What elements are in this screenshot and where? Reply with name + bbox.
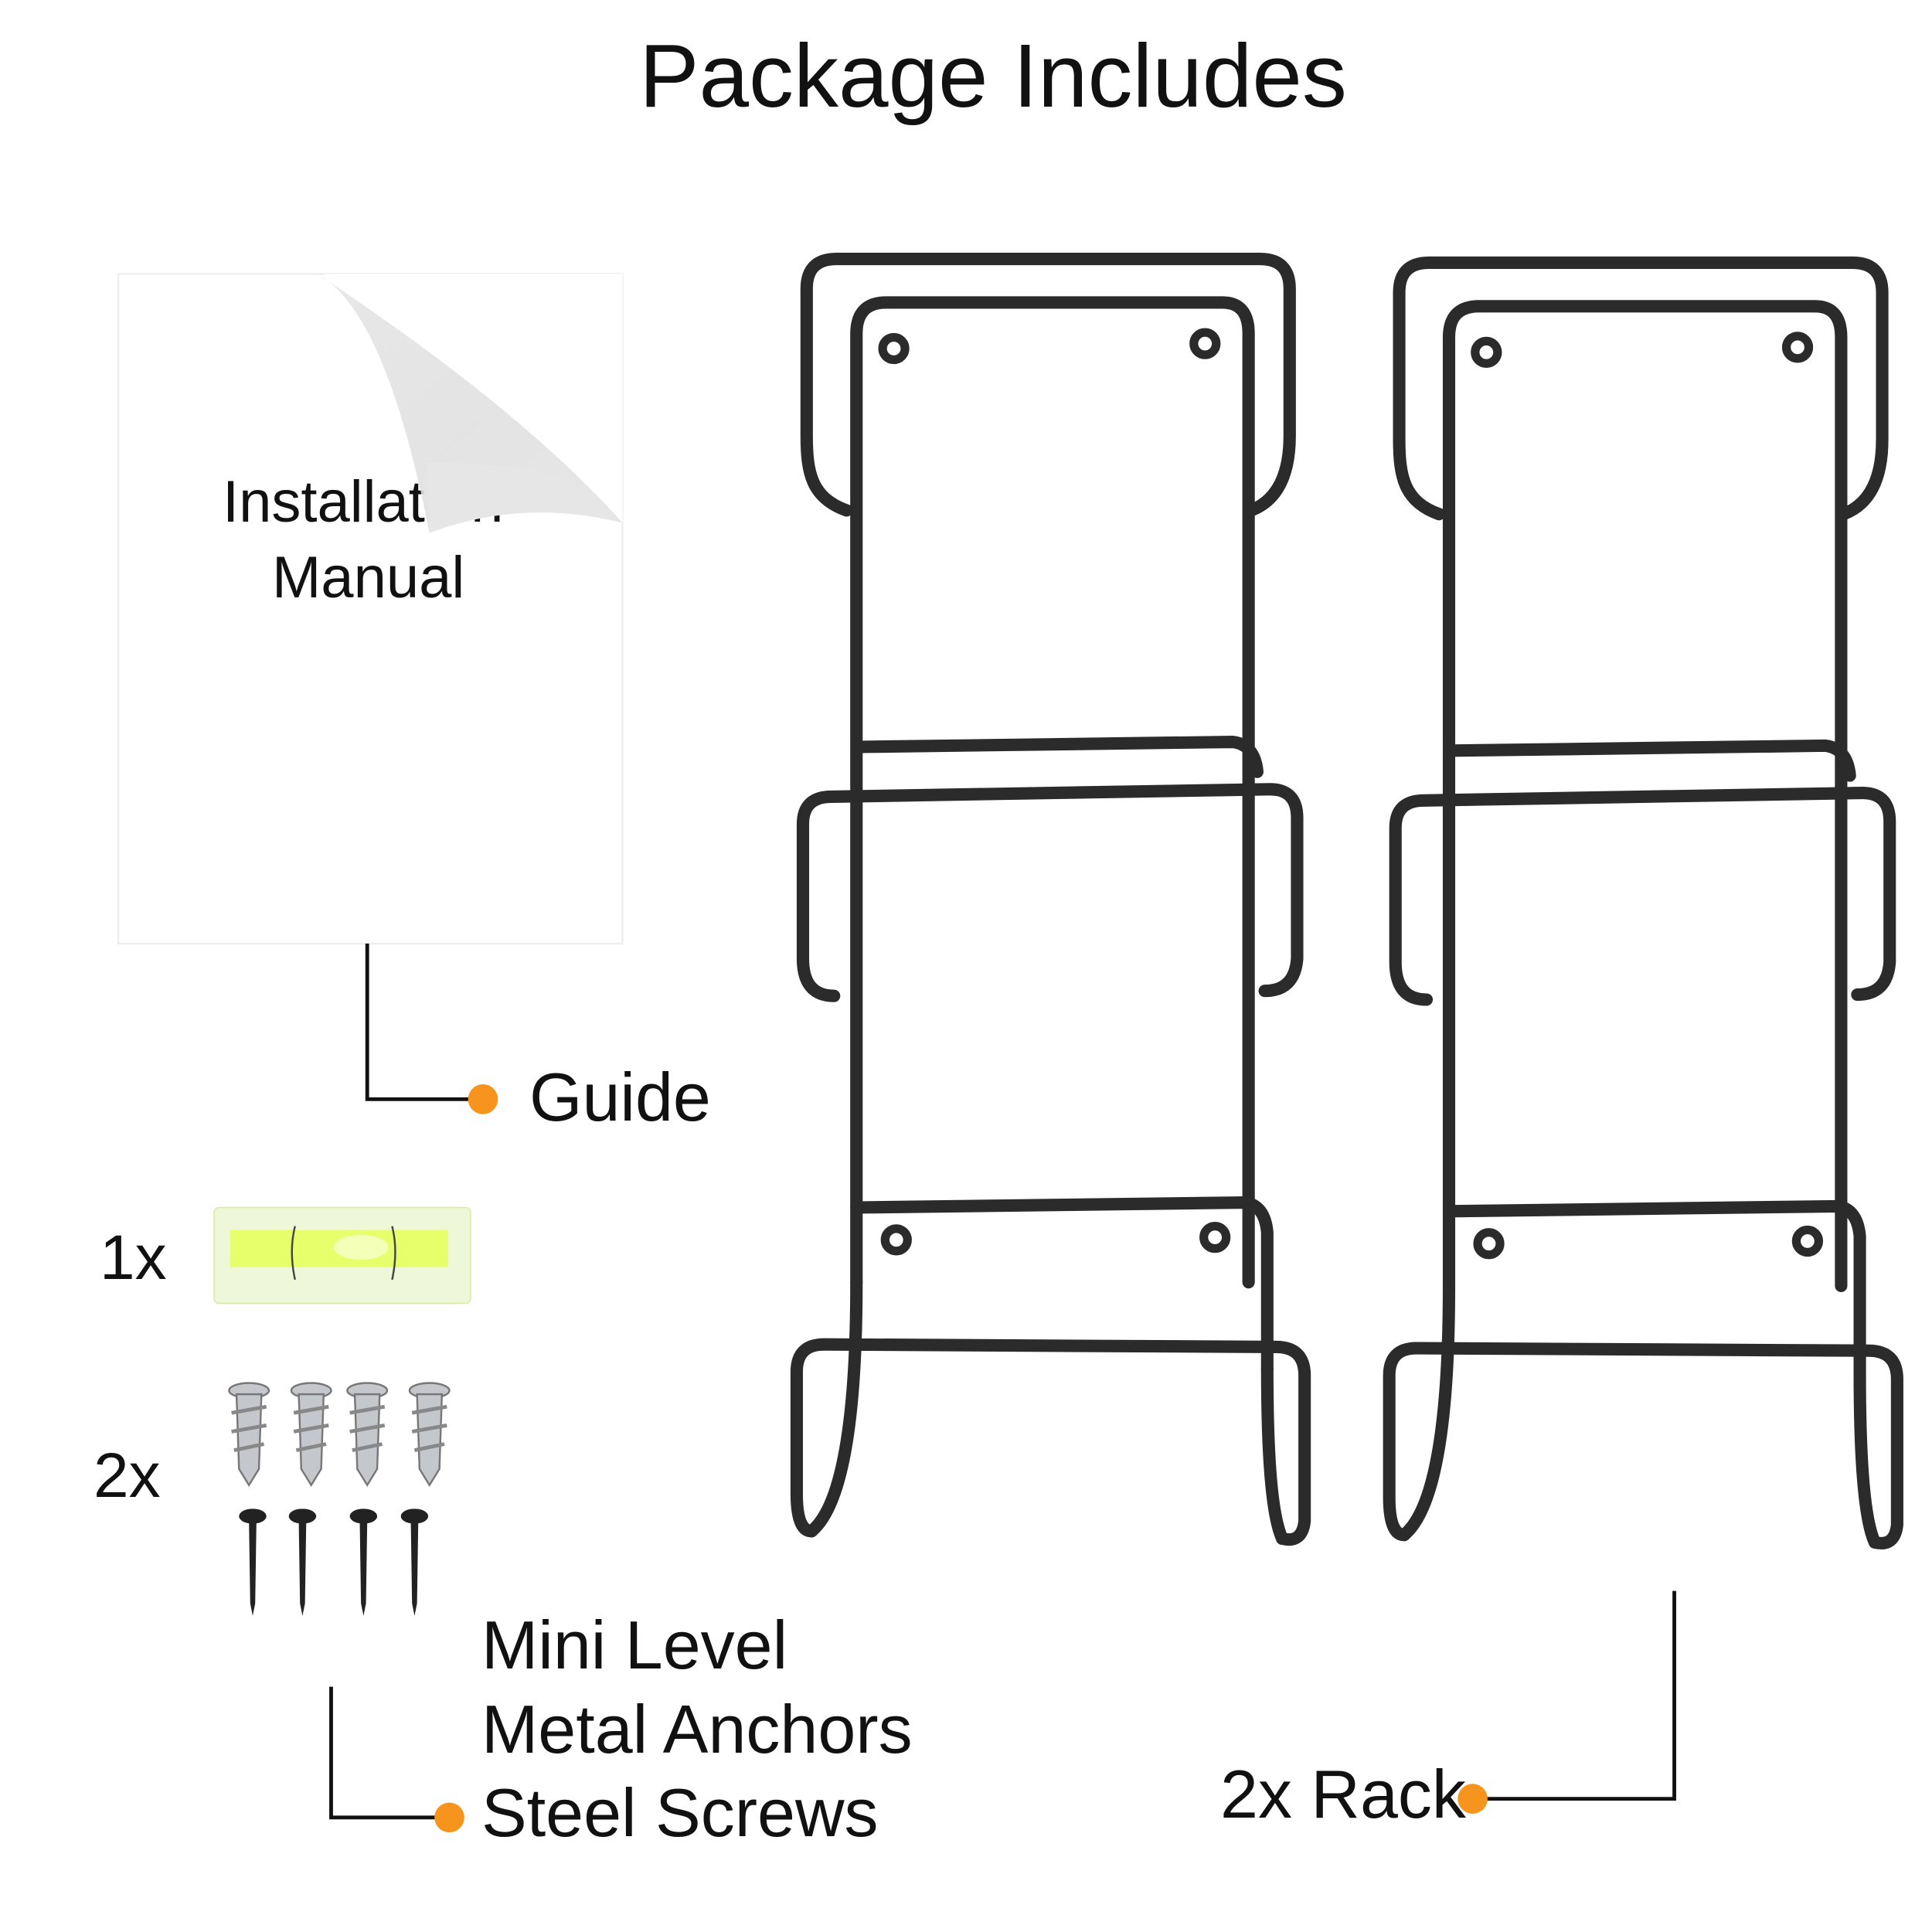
- rack-connector: [1458, 1590, 1676, 1814]
- guide-connector: [365, 944, 498, 1114]
- steel-screws-label: Steel Screws: [481, 1774, 879, 1851]
- rack-label: 2x Rack: [1220, 1756, 1466, 1832]
- rack-image-1: [797, 259, 1304, 1539]
- manual-title-line2: Manual: [272, 545, 465, 611]
- mini-level-image: [213, 1206, 471, 1304]
- mini-level-label: Mini Level: [481, 1607, 788, 1683]
- metal-anchors-label: Metal Anchors: [481, 1691, 913, 1767]
- hardware-quantity: 2x: [94, 1440, 161, 1511]
- page-title: Package Includes: [639, 26, 1347, 126]
- hardware-connector: [329, 1686, 464, 1833]
- guide-label: Guide: [529, 1059, 711, 1135]
- steel-screws-image: [239, 1509, 429, 1616]
- metal-anchors-image: [228, 1383, 449, 1485]
- rack-image-2: [1389, 263, 1897, 1543]
- level-quantity: 1x: [100, 1223, 167, 1293]
- manual-title-line1: Installation: [223, 469, 504, 535]
